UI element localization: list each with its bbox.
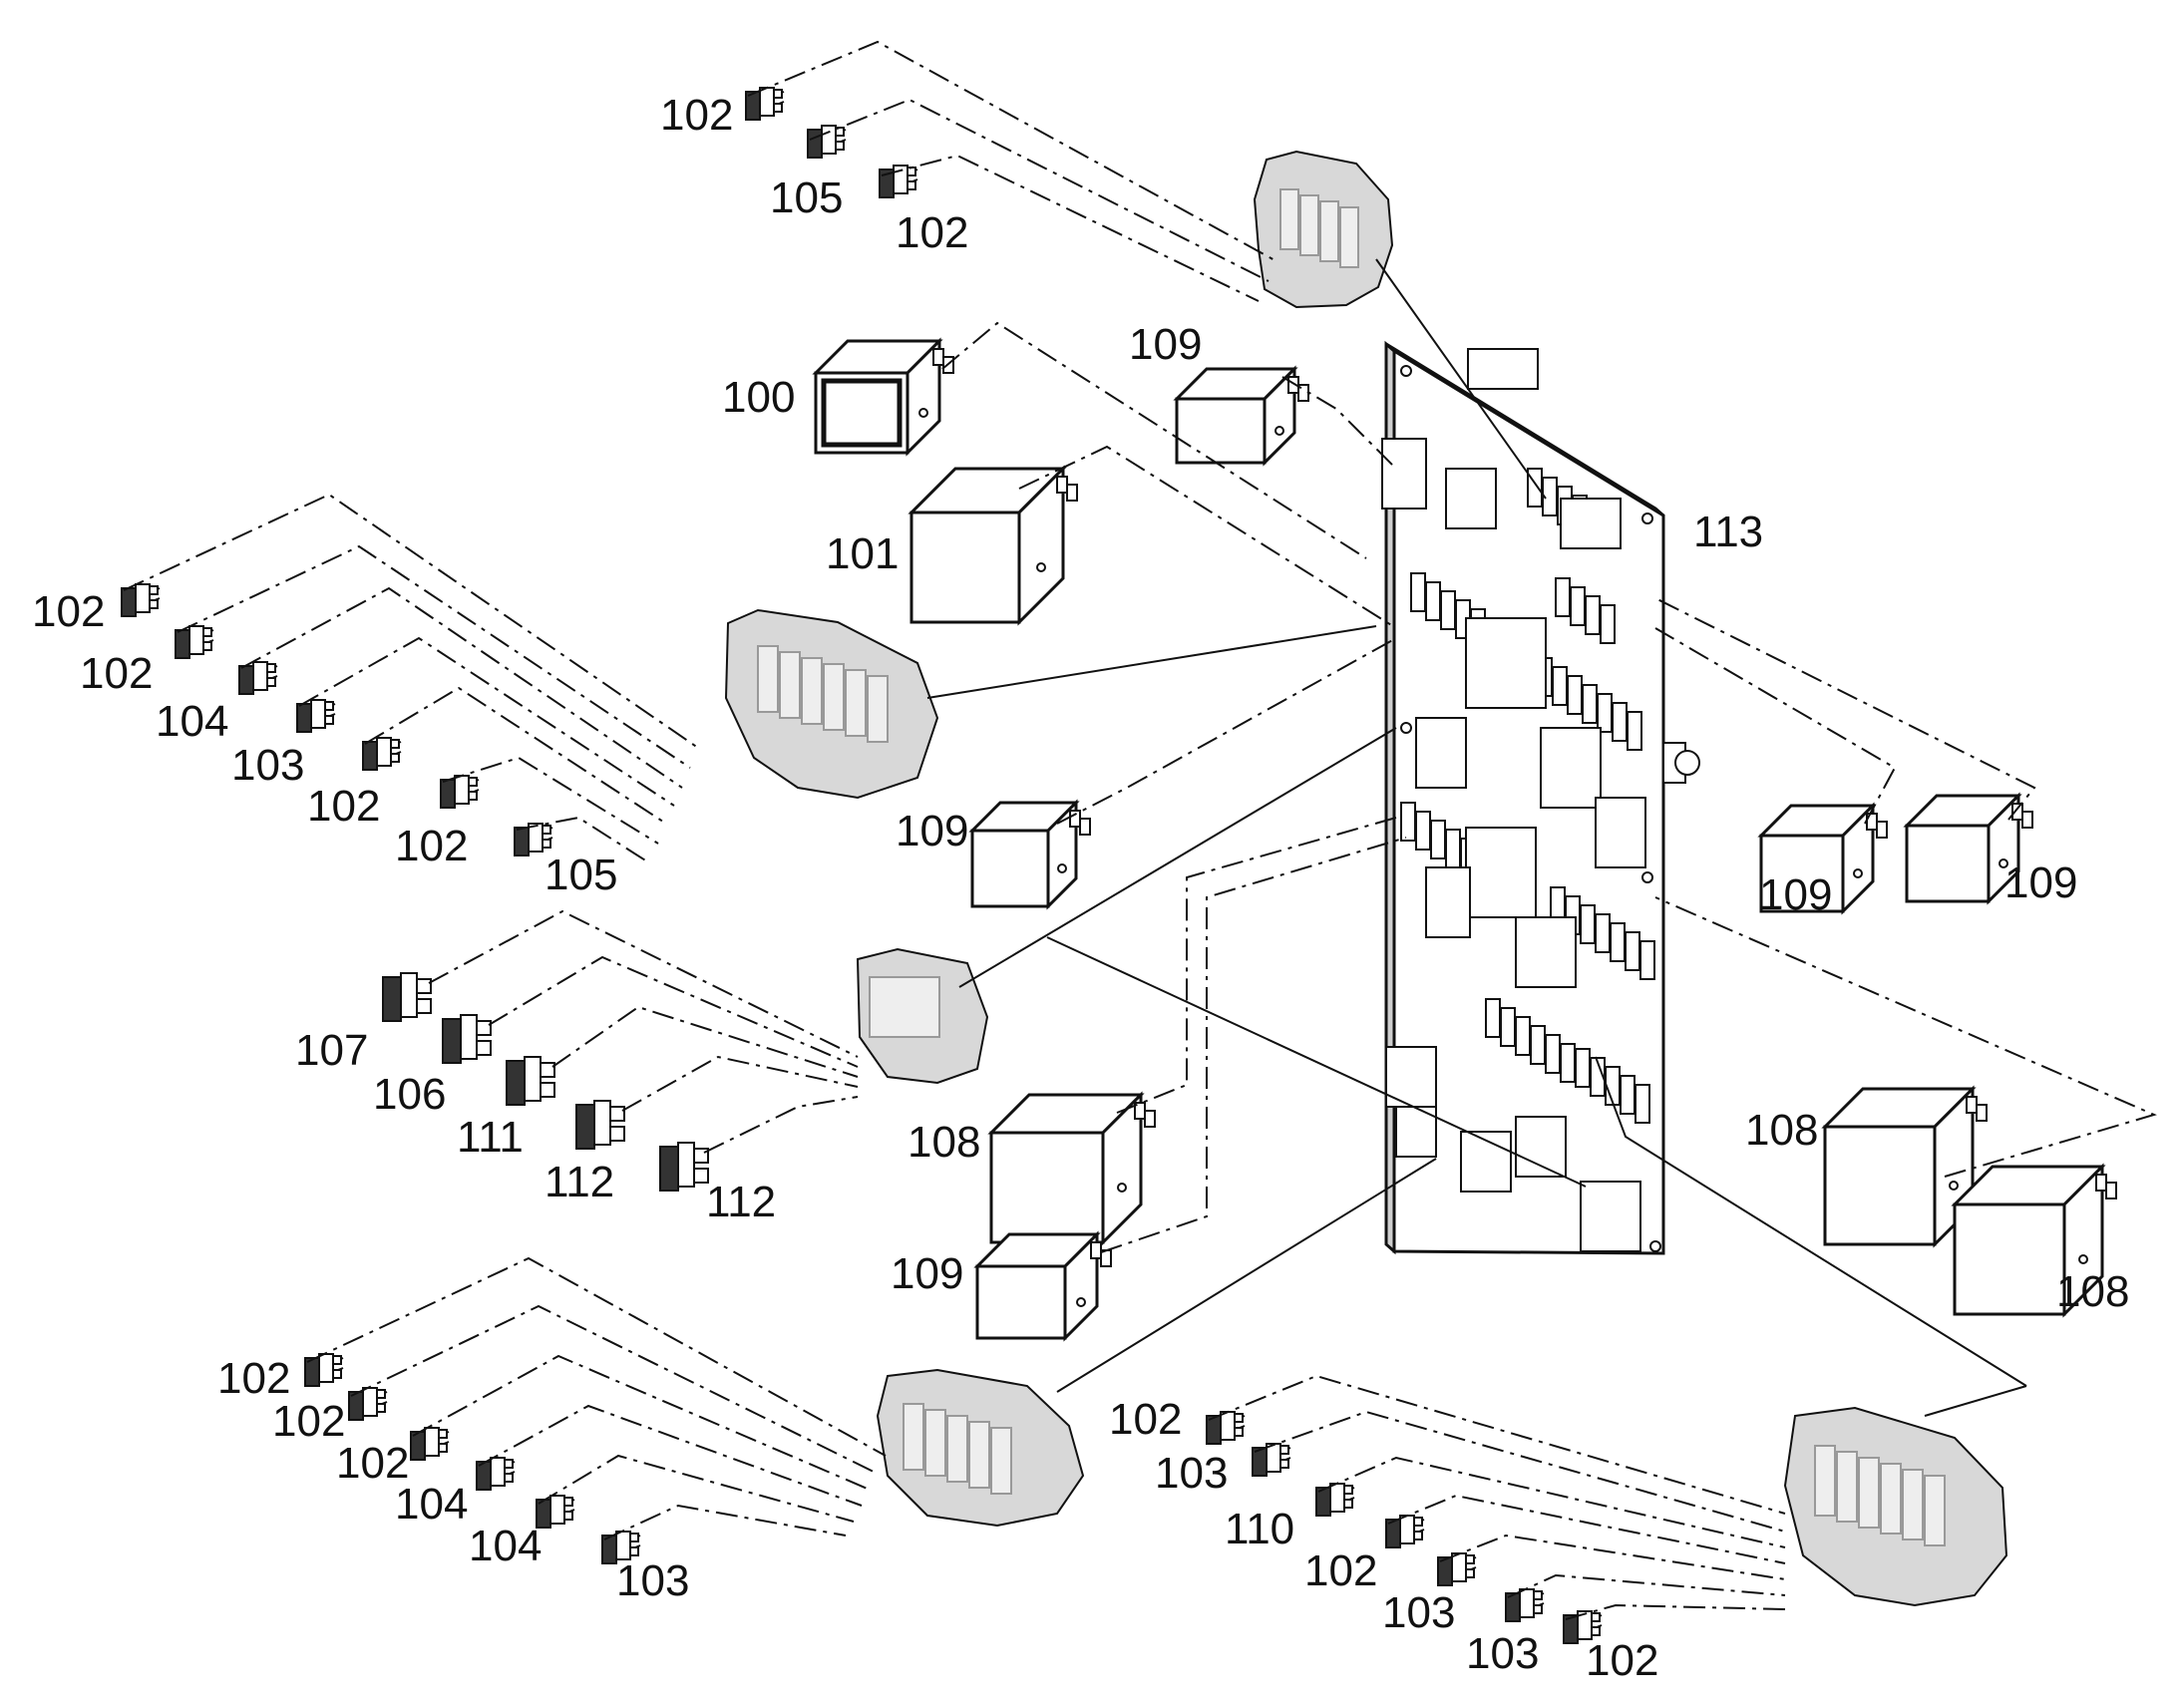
- fuse-block-detail-bottom-left: [876, 1368, 1085, 1528]
- relay-109-right-a: [1757, 802, 1888, 915]
- callout-103: 103: [1466, 1629, 1539, 1678]
- callout-111: 111: [457, 1113, 524, 1162]
- callout-105: 105: [545, 851, 617, 899]
- fuse-block-detail-bottom-right: [1783, 1406, 2008, 1607]
- callout-112: 112: [545, 1158, 614, 1206]
- callout-101: 101: [826, 529, 899, 578]
- blade-fuse-icon: [1252, 1443, 1291, 1477]
- maxi-fuse-icon: [659, 1142, 709, 1192]
- callout-102: 102: [896, 208, 968, 257]
- blade-fuse-icon: [1505, 1588, 1545, 1622]
- callout-104: 104: [395, 1480, 468, 1529]
- blade-fuse-icon: [175, 625, 214, 659]
- callout-102: 102: [1109, 1395, 1182, 1444]
- callout-109: 109: [896, 807, 968, 855]
- callout-109: 109: [2004, 858, 2077, 907]
- maxi-fuse-icon: [382, 972, 432, 1022]
- callout-109: 109: [891, 1249, 963, 1298]
- callout-102: 102: [1304, 1546, 1377, 1595]
- relay-109-bottom: [973, 1230, 1112, 1342]
- callout-105: 105: [770, 173, 843, 222]
- callout-100: 100: [722, 373, 795, 422]
- leader-lines: [123, 40, 2157, 1620]
- maxi-fuse-icon: [575, 1100, 625, 1150]
- relay-108-right-b: [1951, 1163, 2117, 1318]
- blade-fuse-icon: [238, 661, 278, 695]
- maxi-fuse-icon: [442, 1014, 492, 1064]
- relay-109-top: [1173, 365, 1309, 467]
- relay-101: [908, 465, 1078, 626]
- blade-fuse-icon: [514, 823, 553, 856]
- blade-fuse-icon: [476, 1457, 516, 1491]
- connector-detail-center: [856, 947, 989, 1085]
- callout-103: 103: [1155, 1449, 1228, 1498]
- fuse-block-detail-top: [1253, 150, 1394, 309]
- blade-fuse-icon: [1206, 1411, 1246, 1445]
- callout-109: 109: [1129, 320, 1202, 369]
- blade-fuse-icon: [745, 87, 785, 121]
- blade-fuse-icon: [362, 737, 402, 771]
- blade-fuse-icon: [1315, 1483, 1355, 1517]
- callout-103: 103: [231, 741, 304, 790]
- callout-102: 102: [217, 1354, 290, 1403]
- callout-102: 102: [395, 822, 468, 870]
- callout-102: 102: [1586, 1636, 1658, 1685]
- callout-110: 110: [1225, 1505, 1294, 1553]
- blade-fuse-icon: [1385, 1515, 1425, 1548]
- blade-fuse-icon: [536, 1495, 575, 1529]
- callout-102: 102: [80, 649, 153, 698]
- relay-109-right-b: [1903, 792, 2033, 905]
- callout-102: 102: [660, 91, 733, 140]
- fuse-box-board: [1381, 340, 1700, 1255]
- callout-109: 109: [1759, 870, 1832, 919]
- blade-fuse-icon: [1563, 1610, 1603, 1644]
- blade-fuse-icon: [440, 775, 480, 809]
- relay-109-mid: [968, 799, 1091, 910]
- callout-102: 102: [336, 1439, 409, 1488]
- callout-104: 104: [469, 1522, 542, 1570]
- callout-102: 102: [272, 1397, 345, 1446]
- blade-fuse-icon: [304, 1353, 344, 1387]
- relay-100: [812, 337, 954, 457]
- callout-112: 112: [706, 1178, 776, 1226]
- relay-108-right-a: [1821, 1085, 1988, 1248]
- relay-108-left: [987, 1091, 1156, 1246]
- callout-108: 108: [908, 1118, 980, 1167]
- fuse-block-detail-left: [724, 608, 939, 800]
- callout-107: 107: [295, 1026, 368, 1075]
- blade-fuse-icon: [1437, 1552, 1477, 1586]
- callout-108: 108: [2056, 1267, 2129, 1316]
- blade-fuse-icon: [879, 165, 918, 198]
- callout-113: 113: [1693, 508, 1763, 556]
- callout-102: 102: [32, 587, 105, 636]
- callout-103: 103: [616, 1556, 689, 1605]
- callout-108: 108: [1745, 1106, 1818, 1155]
- callout-103: 103: [1382, 1588, 1455, 1637]
- maxi-fuse-icon: [506, 1056, 555, 1106]
- callout-102: 102: [307, 782, 380, 831]
- blade-fuse-icon: [410, 1427, 450, 1461]
- callout-labels: 102 105 102 109 100 101 113 102 102 104 …: [32, 91, 2129, 1685]
- blade-fuse-icon: [348, 1387, 388, 1421]
- callout-104: 104: [156, 697, 228, 746]
- blade-fuse-icon: [807, 125, 847, 159]
- callout-106: 106: [373, 1070, 446, 1119]
